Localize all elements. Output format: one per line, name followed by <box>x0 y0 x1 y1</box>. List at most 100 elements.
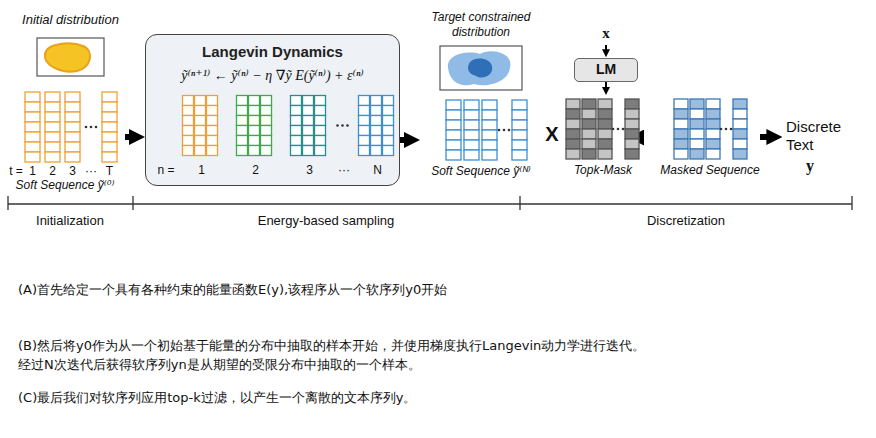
input-variable: x <box>602 24 610 42</box>
grid-cell <box>582 99 596 109</box>
grid-cell <box>315 126 326 136</box>
grid-cell <box>303 106 314 116</box>
grid-cell <box>102 112 117 122</box>
grid-cell <box>706 149 720 159</box>
distribution-core <box>468 59 492 78</box>
langevin-box: Langevin Dynamicsỹ⁽ⁿ⁺¹⁾ ← ỹ⁽ⁿ⁾ − η ∇ỹ E(… <box>145 34 400 186</box>
grid-cell <box>207 106 218 116</box>
grid-cell <box>65 102 80 112</box>
grid-cell <box>291 146 302 156</box>
grid-cell <box>383 116 394 126</box>
node-text: 2 <box>252 163 259 178</box>
grid-cell <box>706 139 720 149</box>
grid-cell <box>383 96 394 106</box>
ellipsis-dot <box>346 124 349 127</box>
grid-cell <box>598 139 612 149</box>
grid-cell <box>207 96 218 106</box>
grid-cell <box>733 129 747 139</box>
grid-cell <box>25 92 40 102</box>
grid-cell <box>25 152 40 162</box>
grid-cell <box>674 129 688 139</box>
grid-cell <box>237 136 248 146</box>
grid-cell <box>45 92 60 102</box>
grid-cell <box>464 130 479 140</box>
grid-cell <box>598 99 612 109</box>
grid-cell <box>45 112 60 122</box>
grid-cell <box>383 106 394 116</box>
distribution-frame <box>440 46 522 90</box>
grid-cell <box>359 146 370 156</box>
node-text: Target constrained distribution <box>422 10 540 40</box>
grid-cell <box>706 129 720 139</box>
grid-cell <box>65 142 80 152</box>
grid-cell <box>482 130 497 140</box>
ellipsis-dot <box>503 129 506 132</box>
axis-tick <box>851 196 852 210</box>
grid-cell <box>303 126 314 136</box>
grid-cell <box>65 92 80 102</box>
grid-cell <box>582 119 596 129</box>
grid-cell <box>261 106 272 116</box>
grid-cell <box>249 106 260 116</box>
grid-cell <box>195 116 206 126</box>
ellipsis-dot <box>622 128 625 131</box>
grid-cell <box>582 109 596 119</box>
description-text: (A)首先给定一个具有各种约束的能量函数E(y),该程序从一个软序列y0开始 <box>18 282 447 298</box>
grid-cell <box>512 110 527 120</box>
mask-grid: Topk-Mask <box>562 95 644 180</box>
grid-cell <box>371 146 382 156</box>
node-text: ··· <box>85 164 97 179</box>
grid-cell <box>598 119 612 129</box>
flow-arrow <box>125 134 131 140</box>
grid-cell <box>303 96 314 106</box>
grid-cell <box>45 142 60 152</box>
node-text: 1 <box>198 163 205 178</box>
grid-cell <box>237 126 248 136</box>
grid-cell <box>598 129 612 139</box>
stage-label: Initialization <box>36 213 104 229</box>
grid-cell <box>315 96 326 106</box>
grid-cell <box>102 152 117 162</box>
grid-cell <box>291 106 302 116</box>
grid-cell <box>359 106 370 116</box>
grid-cell <box>674 139 688 149</box>
grid-cell <box>25 132 40 142</box>
node-text: Soft Sequence ỹ⁽⁰⁾ <box>16 178 115 193</box>
node-text: t = <box>9 164 23 179</box>
stage-label: Energy-based sampling <box>258 213 395 229</box>
grid-cell <box>733 139 747 149</box>
grid-cell <box>65 122 80 132</box>
grid-cell <box>25 122 40 132</box>
output-label: Discrete Text <box>786 118 858 154</box>
grid-cell <box>291 116 302 126</box>
grid-cell <box>566 119 580 129</box>
grid-cell <box>482 150 497 160</box>
grid-cell <box>65 132 80 142</box>
grid-cell <box>674 119 688 129</box>
grid-cell <box>195 136 206 146</box>
grid-cell <box>446 120 461 130</box>
node-text: 3 <box>69 164 76 179</box>
grid-cell <box>207 136 218 146</box>
node-text: T <box>106 164 113 179</box>
grid-cell <box>303 116 314 126</box>
grid-cell <box>371 96 382 106</box>
grid-cell <box>690 139 704 149</box>
node-text: 1 <box>29 164 36 179</box>
ellipsis-dot <box>90 126 93 129</box>
grid-cell <box>482 100 497 110</box>
grid-cell <box>183 96 194 106</box>
description-text: (B)然后将y0作为从一个初始基于能量的分布中抽取的样本开始，并使用梯度执行La… <box>18 338 645 354</box>
input-arrow <box>605 45 607 50</box>
grid-cell <box>690 99 704 109</box>
grid-cell <box>582 149 596 159</box>
ellipsis-dot <box>341 124 344 127</box>
masked-sequence: Masked Sequence <box>657 95 763 180</box>
grid-cell <box>303 136 314 146</box>
node-text: ỹ⁽ⁿ⁺¹⁾ ← ỹ⁽ⁿ⁾ − η ∇ỹ E(ỹ⁽ⁿ⁾) + ε⁽ⁿ⁾ <box>181 67 364 85</box>
output-arrow <box>760 134 768 140</box>
grid-cell <box>102 132 117 142</box>
grid-cell <box>706 109 720 119</box>
stage-label: Discretization <box>647 213 725 229</box>
